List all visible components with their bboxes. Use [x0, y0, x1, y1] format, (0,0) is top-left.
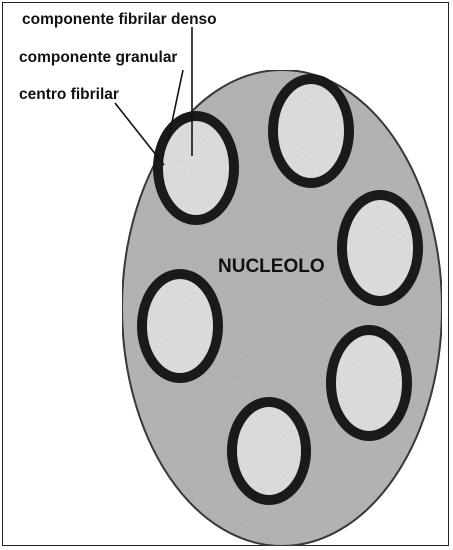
fibrillar-unit-right	[342, 195, 418, 301]
fibrillar-unit-top	[273, 79, 349, 183]
label-dense-fibrillar: componente fibrilar denso	[22, 11, 217, 28]
label-fibrillar-center: centro fibrilar	[19, 86, 119, 103]
fibrillar-unit-left	[142, 274, 218, 378]
label-granular: componente granular	[19, 49, 177, 66]
fibrillar-unit-lower-right	[331, 330, 407, 436]
fibrillar-unit-bottom	[232, 402, 306, 500]
nucleolus-label: NUCLEOLO	[218, 256, 325, 277]
leader-fibrillar-center	[115, 103, 164, 165]
